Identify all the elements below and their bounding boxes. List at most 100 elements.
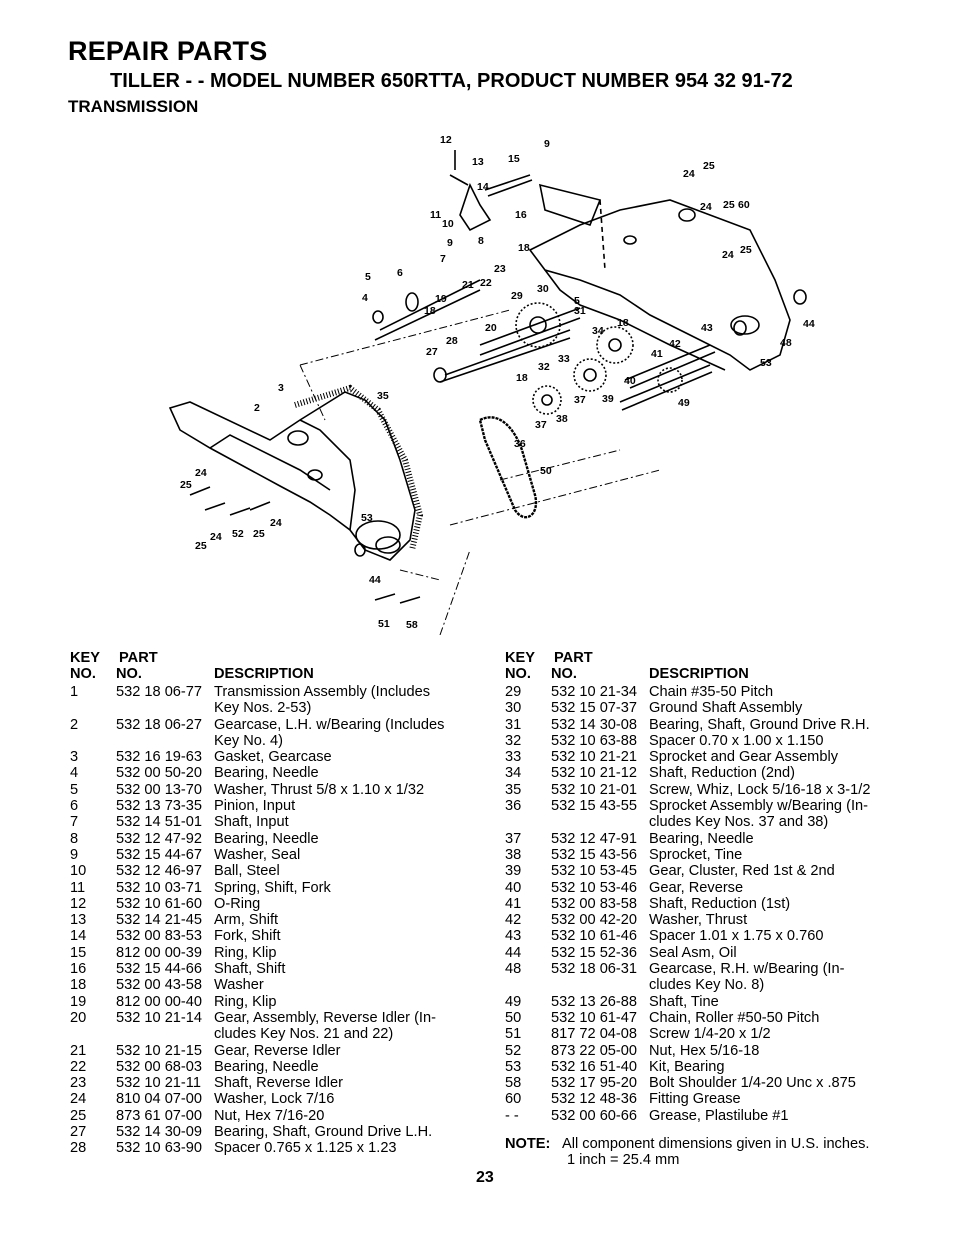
part-description: Fitting Grease [649,1091,741,1108]
part-number: 532 00 13-70 [116,781,203,798]
key-number: 38 [505,846,522,863]
diagram-callout: 11 [430,209,441,221]
key-number: 44 [505,944,522,961]
part-number: 532 00 83-53 [116,928,203,945]
diagram-callout: 27 [426,346,438,358]
key-number: 4 [70,765,79,782]
diagram-callout: 3 [278,382,284,394]
header-key-2: NO. [70,666,96,682]
part-number: 532 10 61-60 [116,895,203,912]
part-number: 532 18 06-77 [116,684,203,700]
part-number: 532 12 46-97 [116,863,203,880]
key-number: 37 [505,830,522,847]
diagram-callout: 34 [592,325,604,337]
diagram-callout: 40 [624,375,636,387]
diagram-callout: 52 [232,528,244,540]
key-number: 50 [505,1009,522,1026]
part-number: 532 10 61-46 [551,928,638,945]
part-description: Gear, Cluster, Red 1st & 2nd [649,863,835,880]
key-number: 53 [505,1058,522,1075]
part-number: 532 15 44-66 [116,961,203,978]
part-description: Shaft, Reverse Idler [214,1075,343,1092]
diagram-callout: 43 [701,322,713,334]
diagram-callout: 24 [722,249,734,261]
note-label: NOTE: [505,1136,551,1153]
part-number: 532 15 43-55 [551,798,638,815]
part-number: 532 14 51-01 [116,814,203,831]
diagram-callout: 51 [378,618,390,630]
part-description: Ring, Klip [214,944,277,961]
header-part-1: PART [554,650,593,666]
part-description: Ring, Klip [214,993,277,1010]
diagram-callout: 25 [253,528,265,540]
part-number: 532 00 68-03 [116,1058,203,1075]
part-description: Spring, Shift, Fork [214,879,331,896]
diagram-callout: 22 [480,277,492,289]
part-number: 532 17 95-20 [551,1075,638,1092]
part-description: Chain, Roller #50-50 Pitch [649,1009,820,1026]
key-number: 40 [505,879,522,896]
diagram-callout: 19 [435,293,447,305]
parts-row: 33 532 10 21-21 Sprocket and Gear Assembly [505,749,905,765]
diagram-callout: 18 [516,372,528,384]
diagram-callout: 12 [440,134,452,146]
part-number: 532 00 60-66 [551,1107,638,1124]
part-description: Sprocket and Gear Assembly [649,749,838,766]
part-number: 532 10 63-88 [551,732,638,749]
part-description: Sprocket, Tine [649,846,743,863]
diagram-callout: 48 [780,337,792,349]
diagram-callout: 37 [574,394,586,406]
diagram-callout: 24 [195,467,207,479]
diagram-callout: 21 [462,279,474,291]
part-number: 532 18 06-27 [116,716,203,733]
part-description: Spacer 1.01 x 1.75 x 0.760 [649,928,824,945]
part-description: Shaft, Reduction (2nd) [649,765,796,782]
key-number: 33 [505,749,522,766]
key-number: 5 [70,781,79,798]
page-subtitle: TILLER - - MODEL NUMBER 650RTTA, PRODUCT… [110,70,793,92]
diagram-callout: 24 [210,531,222,543]
part-description: Ball, Steel [214,863,280,880]
part-number: 532 10 21-15 [116,1042,203,1059]
part-number: 532 15 52-36 [551,944,638,961]
diagram-callout: 2 [254,402,260,414]
note-line-2: 1 inch = 25.4 mm [567,1152,680,1169]
diagram-callout: 36 [514,438,526,450]
header-description: DESCRIPTION [649,666,749,682]
diagram-callout: 18 [424,305,436,317]
part-number: 873 22 05-00 [551,1042,638,1059]
part-description: Washer, Seal [214,846,301,863]
part-number: 532 10 21-21 [551,749,638,766]
key-number: 16 [70,961,87,978]
diagram-callout: 25 [723,199,735,211]
header-part-1: PART [119,650,158,666]
part-description: Sprocket Assembly w/Bearing (In- [649,798,868,815]
header-key-2: NO. [505,666,531,682]
part-description-cont: Key Nos. 2-53) [214,700,312,717]
key-number: 14 [70,928,87,945]
key-number: 41 [505,895,522,912]
part-description: Washer, Lock 7/16 [214,1091,335,1108]
section-heading: TRANSMISSION [68,97,199,116]
part-description: Bearing, Shaft, Ground Drive R.H. [649,716,870,733]
key-number: 31 [505,716,522,733]
